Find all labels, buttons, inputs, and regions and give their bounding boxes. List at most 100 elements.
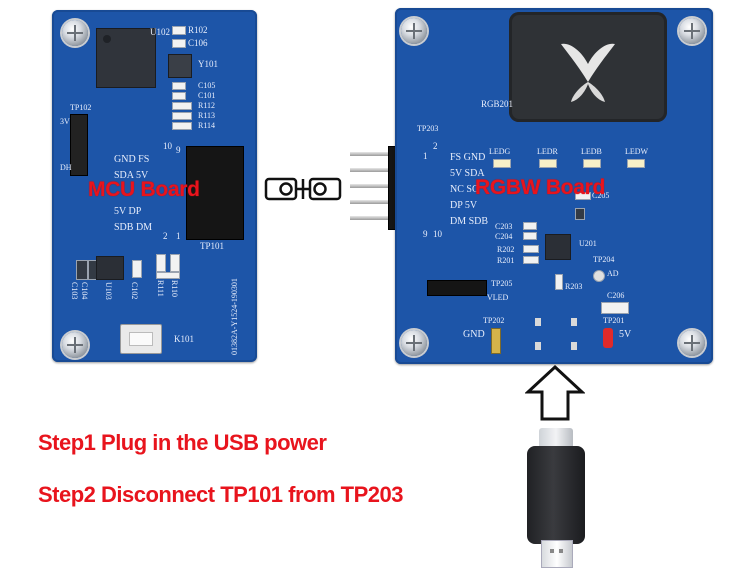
label-dp-5v: DP 5V — [450, 200, 478, 211]
resistor-r112 — [172, 102, 192, 110]
label-u103: U103 — [104, 282, 113, 300]
label-tp102: TP102 — [70, 103, 92, 112]
label-vled: VLED — [487, 293, 509, 302]
label-r203: R203 — [565, 282, 583, 291]
label-nc-sc: NC SC — [450, 184, 479, 195]
label-5v-dp: 5V DP — [114, 206, 142, 217]
label-r102: R102 — [188, 25, 208, 35]
label-serial: 01382A-Y1524-190301 — [230, 278, 239, 355]
resistor-r102 — [172, 26, 186, 35]
cap-c205 — [575, 192, 591, 200]
rgbw-board-title: RGBW Board — [475, 176, 605, 199]
led-b — [583, 159, 601, 168]
usb-plug — [527, 428, 585, 568]
led-r — [539, 159, 557, 168]
cap-c104 — [76, 260, 88, 280]
jumper-tp205 — [427, 280, 487, 296]
screw-top-right — [679, 18, 705, 44]
screw-bottom-left — [401, 330, 427, 356]
rgb-module-rgb201 — [509, 12, 667, 122]
label-pin9: 9 — [423, 229, 428, 239]
label-pin9: 9 — [176, 145, 181, 155]
butterfly-logo-icon — [561, 43, 615, 102]
label-r112: R112 — [198, 101, 216, 110]
usb-pad-3 — [535, 342, 541, 350]
label-c104: C104 — [80, 282, 89, 300]
label-pin1: 1 — [176, 231, 181, 241]
pad-ad — [593, 270, 605, 282]
label-5v: 5V — [619, 329, 632, 340]
connection-link-icon — [264, 177, 342, 201]
label-tp101: TP101 — [200, 241, 225, 251]
usb-plug-metal-top — [539, 428, 573, 450]
header-tp101 — [186, 146, 244, 240]
step1-instruction: Step1 Plug in the USB power — [38, 430, 327, 455]
pin-5 — [350, 216, 410, 220]
label-c206: C206 — [607, 291, 625, 300]
screw-bottom-right — [679, 330, 705, 356]
screw-bottom-left — [62, 332, 88, 358]
led-g — [493, 159, 511, 168]
cap-c203 — [523, 222, 537, 230]
label-fs-gnd: FS GND — [450, 152, 486, 163]
label-3v: 3V — [60, 117, 70, 126]
label-r110: R110 — [170, 280, 179, 298]
label-k101: K101 — [174, 334, 194, 344]
button-k101 — [120, 324, 162, 354]
cap-c102 — [132, 260, 142, 278]
label-c105: C105 — [198, 81, 216, 90]
label-c101: C101 — [198, 91, 216, 100]
rgbw-board: RGB201 TP203 2 1 10 9 FS GND 5V SDA NC S… — [395, 8, 713, 364]
label-tp201: TP201 — [603, 316, 625, 325]
resistor-r110 — [170, 254, 180, 272]
led-w — [627, 159, 645, 168]
step2-instruction: Step2 Disconnect TP101 from TP203 — [38, 482, 403, 507]
label-u201: U201 — [579, 239, 597, 248]
label-u102: U102 — [150, 27, 170, 37]
crystal-y101 — [168, 54, 192, 78]
cap-c206 — [601, 302, 629, 314]
label-ledw: LEDW — [625, 147, 649, 156]
label-sda-5v: SDA 5V — [114, 170, 149, 181]
label-ledr: LEDR — [537, 147, 558, 156]
mcu-board: U102 R102 C106 Y101 C105 C101 R112 R113 … — [52, 10, 257, 362]
pin-2 — [350, 168, 410, 172]
label-ledb: LEDB — [581, 147, 602, 156]
usb-pad-4 — [571, 342, 577, 350]
label-tp202: TP202 — [483, 316, 505, 325]
label-y101: Y101 — [198, 59, 218, 69]
pin-4 — [350, 200, 410, 204]
label-tp205: TP205 — [491, 279, 513, 288]
driver-u201 — [545, 234, 571, 260]
label-c102: C102 — [130, 282, 139, 300]
resistor-r110b — [156, 272, 180, 279]
label-ad: AD — [607, 269, 619, 278]
resistor-r201 — [523, 256, 539, 264]
resistor-r202 — [523, 245, 539, 253]
label-r114: R114 — [198, 121, 216, 130]
label-gnd-fs: GND FS — [114, 154, 150, 165]
label-r113: R113 — [198, 111, 216, 120]
testpoint-5v — [603, 328, 613, 348]
usb-pad-1 — [535, 318, 541, 326]
label-pin2: 2 — [433, 141, 438, 151]
label-c106: C106 — [188, 38, 208, 48]
cap-c105 — [172, 82, 186, 90]
usb-pad-2 — [571, 318, 577, 326]
label-5v-sda: 5V SDA — [450, 168, 485, 179]
label-r202: R202 — [497, 245, 515, 254]
regulator-u103 — [96, 256, 124, 280]
testpoint-gnd — [491, 328, 501, 354]
cap-c204 — [523, 232, 537, 240]
usb-plug-body — [527, 446, 585, 544]
label-tp204: TP204 — [593, 255, 615, 264]
transistor — [575, 208, 585, 220]
label-rgb201: RGB201 — [481, 99, 514, 109]
screw-top-left — [401, 18, 427, 44]
arrow-up-icon — [525, 364, 585, 421]
pin-3 — [350, 184, 410, 188]
resistor-r111 — [156, 254, 166, 272]
label-pin2: 2 — [163, 231, 168, 241]
resistor-r113 — [172, 112, 192, 120]
connector-tp102 — [70, 114, 88, 176]
